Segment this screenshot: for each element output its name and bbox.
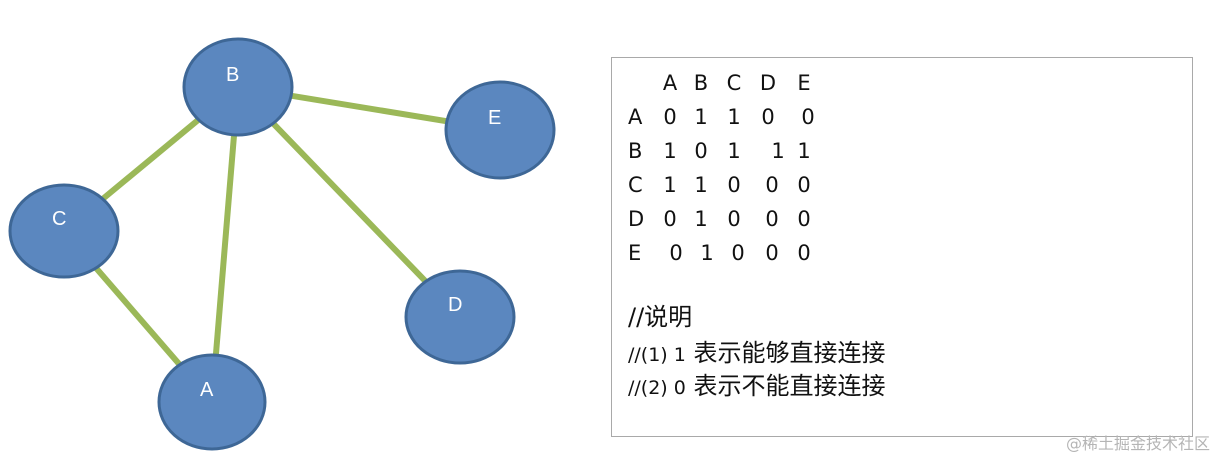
- matrix-cell: 0: [765, 173, 779, 197]
- nodes-layer: A B C D E: [8, 37, 556, 451]
- node-circle: [444, 80, 556, 180]
- matrix-cell: 1: [727, 105, 741, 129]
- matrix-cell: 0: [727, 207, 741, 231]
- note-line-1-prefix: //(1) 1: [628, 344, 686, 366]
- node-label: B: [226, 64, 239, 86]
- matrix-cell: 1: [694, 173, 708, 197]
- matrix-cell: 0: [669, 241, 683, 265]
- matrix-cell: 0: [663, 207, 677, 231]
- notes-title: //说明: [628, 303, 693, 331]
- matrix-cell: 1: [663, 173, 677, 197]
- matrix-cell: 1: [663, 139, 677, 163]
- note-line-1: //(1) 1 表示能够直接连接: [628, 333, 886, 368]
- node-c: C: [8, 183, 120, 279]
- undirected-graph: A B C D E: [8, 37, 556, 451]
- node-b: B: [182, 37, 294, 137]
- matrix-cell: 1: [694, 105, 708, 129]
- matrix-cell: 1: [727, 139, 741, 163]
- matrix-cell: 0: [694, 139, 708, 163]
- node-label: D: [448, 294, 462, 316]
- edge-b-a: [209, 86, 241, 403]
- matrix-cell: 0: [797, 207, 811, 231]
- note-line-2-text: 表示不能直接连接: [685, 372, 886, 400]
- matrix-col-header: D: [759, 71, 777, 95]
- matrix-col-header: B: [693, 71, 709, 95]
- matrix-cell: 0: [761, 105, 775, 129]
- matrix-cell: 1: [771, 139, 785, 163]
- matrix-cell: 1: [694, 207, 708, 231]
- edge-b-d: [235, 84, 463, 320]
- node-label: A: [200, 379, 214, 401]
- matrix-row-label: B: [628, 139, 643, 163]
- matrix-row-label: D: [628, 207, 645, 231]
- matrix-row-label: E: [628, 241, 642, 265]
- note-line-2-prefix: //(2) 0: [628, 377, 686, 399]
- matrix-cell: 0: [727, 173, 741, 197]
- note-line-2: //(2) 0 表示不能直接连接: [628, 366, 886, 401]
- node-circle: [8, 183, 120, 279]
- node-e: E: [444, 80, 556, 180]
- matrix-cell: 1: [797, 139, 811, 163]
- adjacency-matrix-panel: A B C D E A 0 1 1 0 0 B 1 0 1 1 1 C 1 1 …: [611, 57, 1193, 437]
- node-d: D: [404, 269, 516, 365]
- matrix-row-label: C: [628, 173, 643, 197]
- node-circle: [157, 353, 267, 451]
- matrix-cell: 0: [731, 241, 745, 265]
- matrix-col-header: A: [662, 71, 678, 95]
- matrix-cell: 0: [765, 241, 779, 265]
- matrix-cell: 0: [663, 105, 677, 129]
- node-circle: [182, 37, 294, 137]
- matrix-cell: 0: [797, 173, 811, 197]
- node-label: E: [488, 107, 501, 129]
- matrix-cell: 0: [797, 241, 811, 265]
- node-circle: [404, 269, 516, 365]
- matrix-col-header: C: [726, 71, 742, 95]
- matrix-cell: 0: [765, 207, 779, 231]
- node-a: A: [157, 353, 267, 451]
- matrix-col-header: E: [797, 71, 811, 95]
- node-label: C: [52, 208, 66, 230]
- matrix-row-label: A: [628, 105, 643, 129]
- watermark: @稀土掘金技术社区: [1065, 434, 1210, 453]
- matrix-cell: 0: [801, 105, 815, 129]
- note-line-1-text: 表示能够直接连接: [685, 339, 886, 367]
- matrix-cell: 1: [700, 241, 714, 265]
